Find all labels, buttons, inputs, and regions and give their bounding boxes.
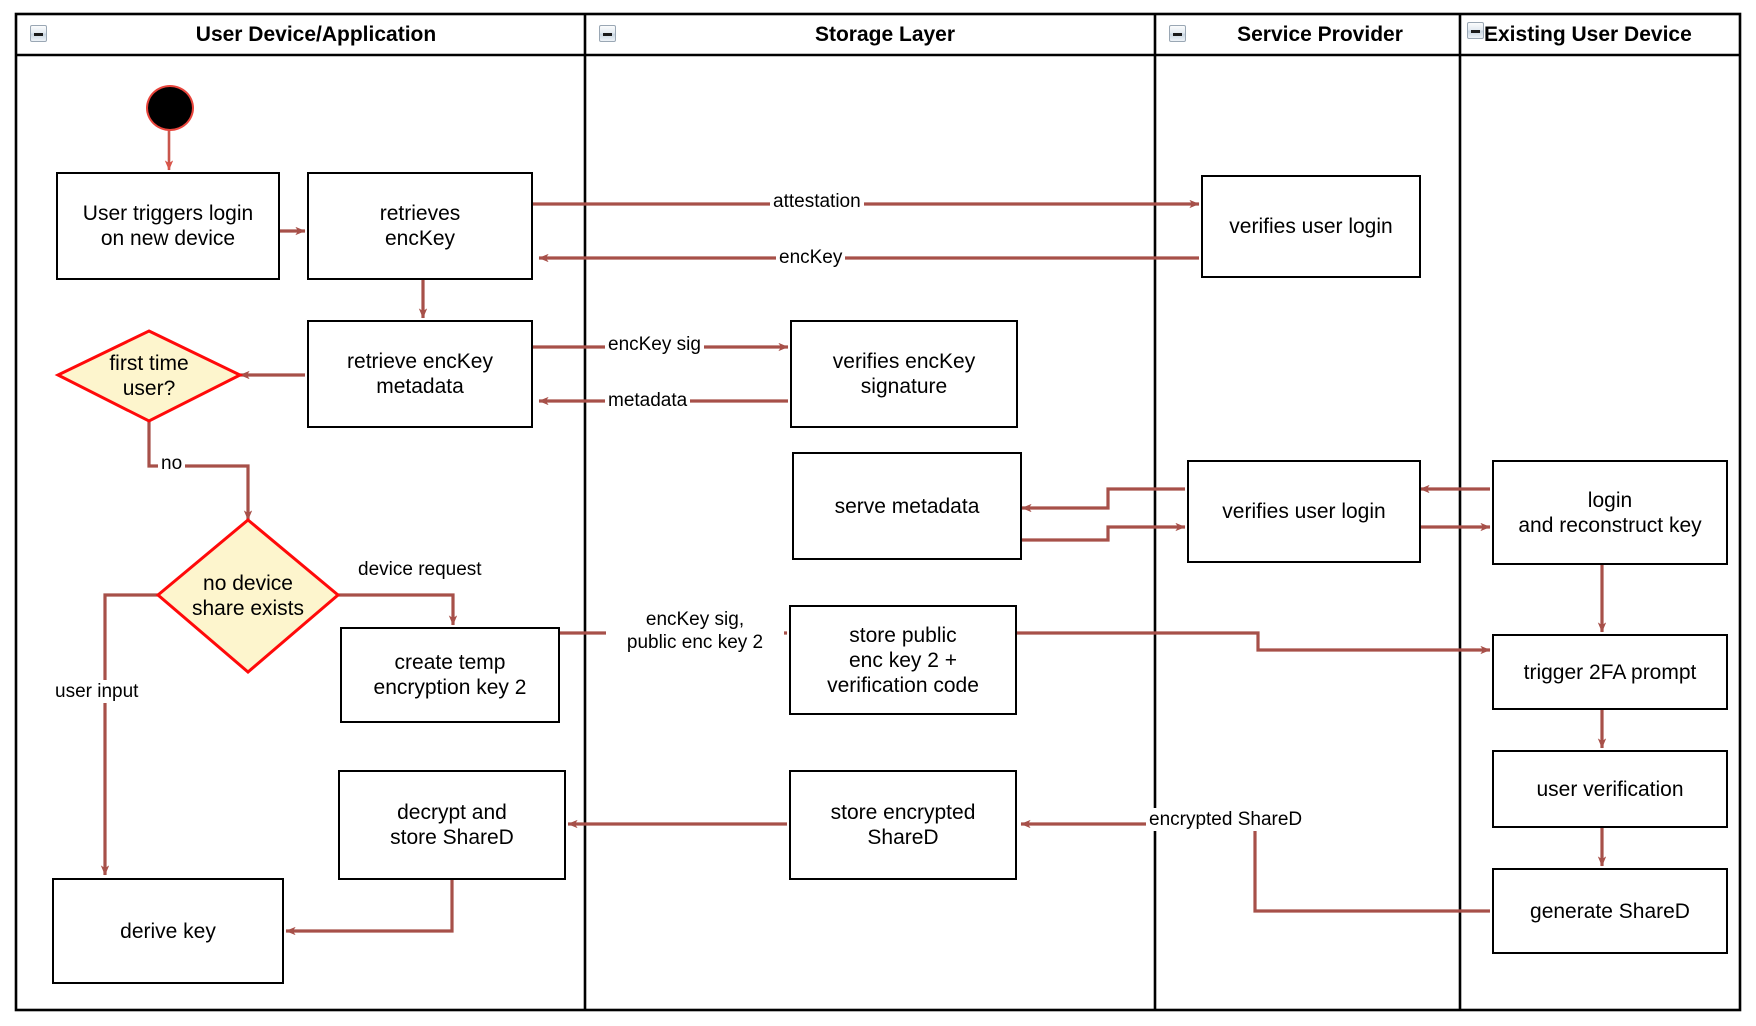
edge-label-encrypted-shared: encrypted ShareD xyxy=(1146,808,1306,831)
action-create-temp-encryption-key[interactable]: create temp encryption key 2 xyxy=(340,627,560,723)
action-user-verification[interactable]: user verification xyxy=(1492,750,1728,828)
swimlane-frame xyxy=(14,12,1742,1012)
action-retrieve-enckey-metadata[interactable]: retrieve encKey metadata xyxy=(307,320,533,428)
action-generate-shared[interactable]: generate ShareD xyxy=(1492,868,1728,954)
decision-no-device-share-exists[interactable]: no device share exists xyxy=(158,520,338,672)
edge-label-enckey-sig: encKey sig xyxy=(605,333,704,356)
edge-user-input xyxy=(100,593,158,876)
action-label: verifies user login xyxy=(1222,500,1386,523)
decision-first-time-user-shape xyxy=(54,329,244,423)
action-label: serve metadata xyxy=(834,494,980,518)
decision-shapes xyxy=(54,329,341,674)
action-label: trigger 2FA prompt xyxy=(1523,660,1697,684)
lane-header-user-device: User Device/Application xyxy=(195,23,437,46)
action-label: store public enc key 2 + verification co… xyxy=(827,623,979,697)
action-label: retrieve encKey metadata xyxy=(347,350,493,398)
edge-storepub-to-2fa xyxy=(1016,631,1491,655)
action-derive-key[interactable]: derive key xyxy=(52,878,284,984)
lane-header-storage-layer: Storage Layer xyxy=(814,23,956,46)
decision-no-device-share-shape xyxy=(155,518,341,674)
edge-label-device-request: device request xyxy=(355,558,485,581)
decision-label: no device share exists xyxy=(191,572,305,620)
edge-device-request xyxy=(338,593,458,626)
action-label: retrieves encKey xyxy=(379,202,461,250)
edge-label-user-input: user input xyxy=(52,680,142,703)
action-store-public-enc-key[interactable]: store public enc key 2 + verification co… xyxy=(789,605,1017,715)
decision-first-time-user[interactable]: first time user? xyxy=(58,331,240,421)
action-decrypt-and-store-shared[interactable]: decrypt and store ShareD xyxy=(338,770,566,880)
action-verifies-user-login-2[interactable]: verifies user login xyxy=(1187,460,1421,563)
action-retrieves-enckey[interactable]: retrieves encKey xyxy=(307,172,533,280)
edge-verify2-to-servemeta xyxy=(1021,487,1185,513)
edge-encrypted-shared xyxy=(1020,819,1490,913)
action-label: generate ShareD xyxy=(1530,899,1690,923)
edge-label-enckey: encKey xyxy=(776,246,846,269)
edge-label-metadata: metadata xyxy=(605,389,691,412)
edge-servemeta-to-verify2 xyxy=(1022,522,1186,542)
action-trigger-2fa-prompt[interactable]: trigger 2FA prompt xyxy=(1492,634,1728,710)
action-verifies-user-login-1[interactable]: verifies user login xyxy=(1201,175,1421,278)
action-label: verifies encKey signature xyxy=(832,350,976,398)
collapse-minus-icon[interactable] xyxy=(599,25,616,42)
action-label: verifies user login xyxy=(1229,215,1393,238)
edge-label-attestation: attestation xyxy=(770,190,864,213)
action-label: User triggers login on new device xyxy=(82,202,254,250)
action-label: derive key xyxy=(120,919,216,943)
action-label: decrypt and store ShareD xyxy=(390,801,514,849)
action-verifies-enckey-signature[interactable]: verifies encKey signature xyxy=(790,320,1018,428)
edge-decrypt-to-derive xyxy=(285,880,454,936)
lane-header-service-provider: Service Provider xyxy=(1237,23,1403,46)
edge-label-no: no xyxy=(158,452,186,475)
action-serve-metadata[interactable]: serve metadata xyxy=(792,452,1022,560)
edge-no-branch xyxy=(147,421,253,521)
collapse-minus-icon[interactable] xyxy=(1467,22,1484,39)
action-login-and-reconstruct-key[interactable]: login and reconstruct key xyxy=(1492,460,1728,565)
lane-header-existing-user-device: Existing User Device xyxy=(1484,23,1692,46)
action-store-encrypted-shared[interactable]: store encrypted ShareD xyxy=(789,770,1017,880)
action-user-triggers-login[interactable]: User triggers login on new device xyxy=(56,172,280,280)
collapse-minus-icon[interactable] xyxy=(30,25,47,42)
action-label: create temp encryption key 2 xyxy=(373,651,527,699)
collapse-minus-icon[interactable] xyxy=(1169,25,1186,42)
start-node xyxy=(146,85,194,131)
action-label: login and reconstruct key xyxy=(1518,488,1702,537)
action-label: store encrypted ShareD xyxy=(830,801,976,849)
action-label: user verification xyxy=(1536,777,1684,801)
edge-label-enckey-sig-public-enc-key-2: encKey sig, public enc key 2 xyxy=(606,608,784,654)
decision-label: first time user? xyxy=(109,352,189,400)
